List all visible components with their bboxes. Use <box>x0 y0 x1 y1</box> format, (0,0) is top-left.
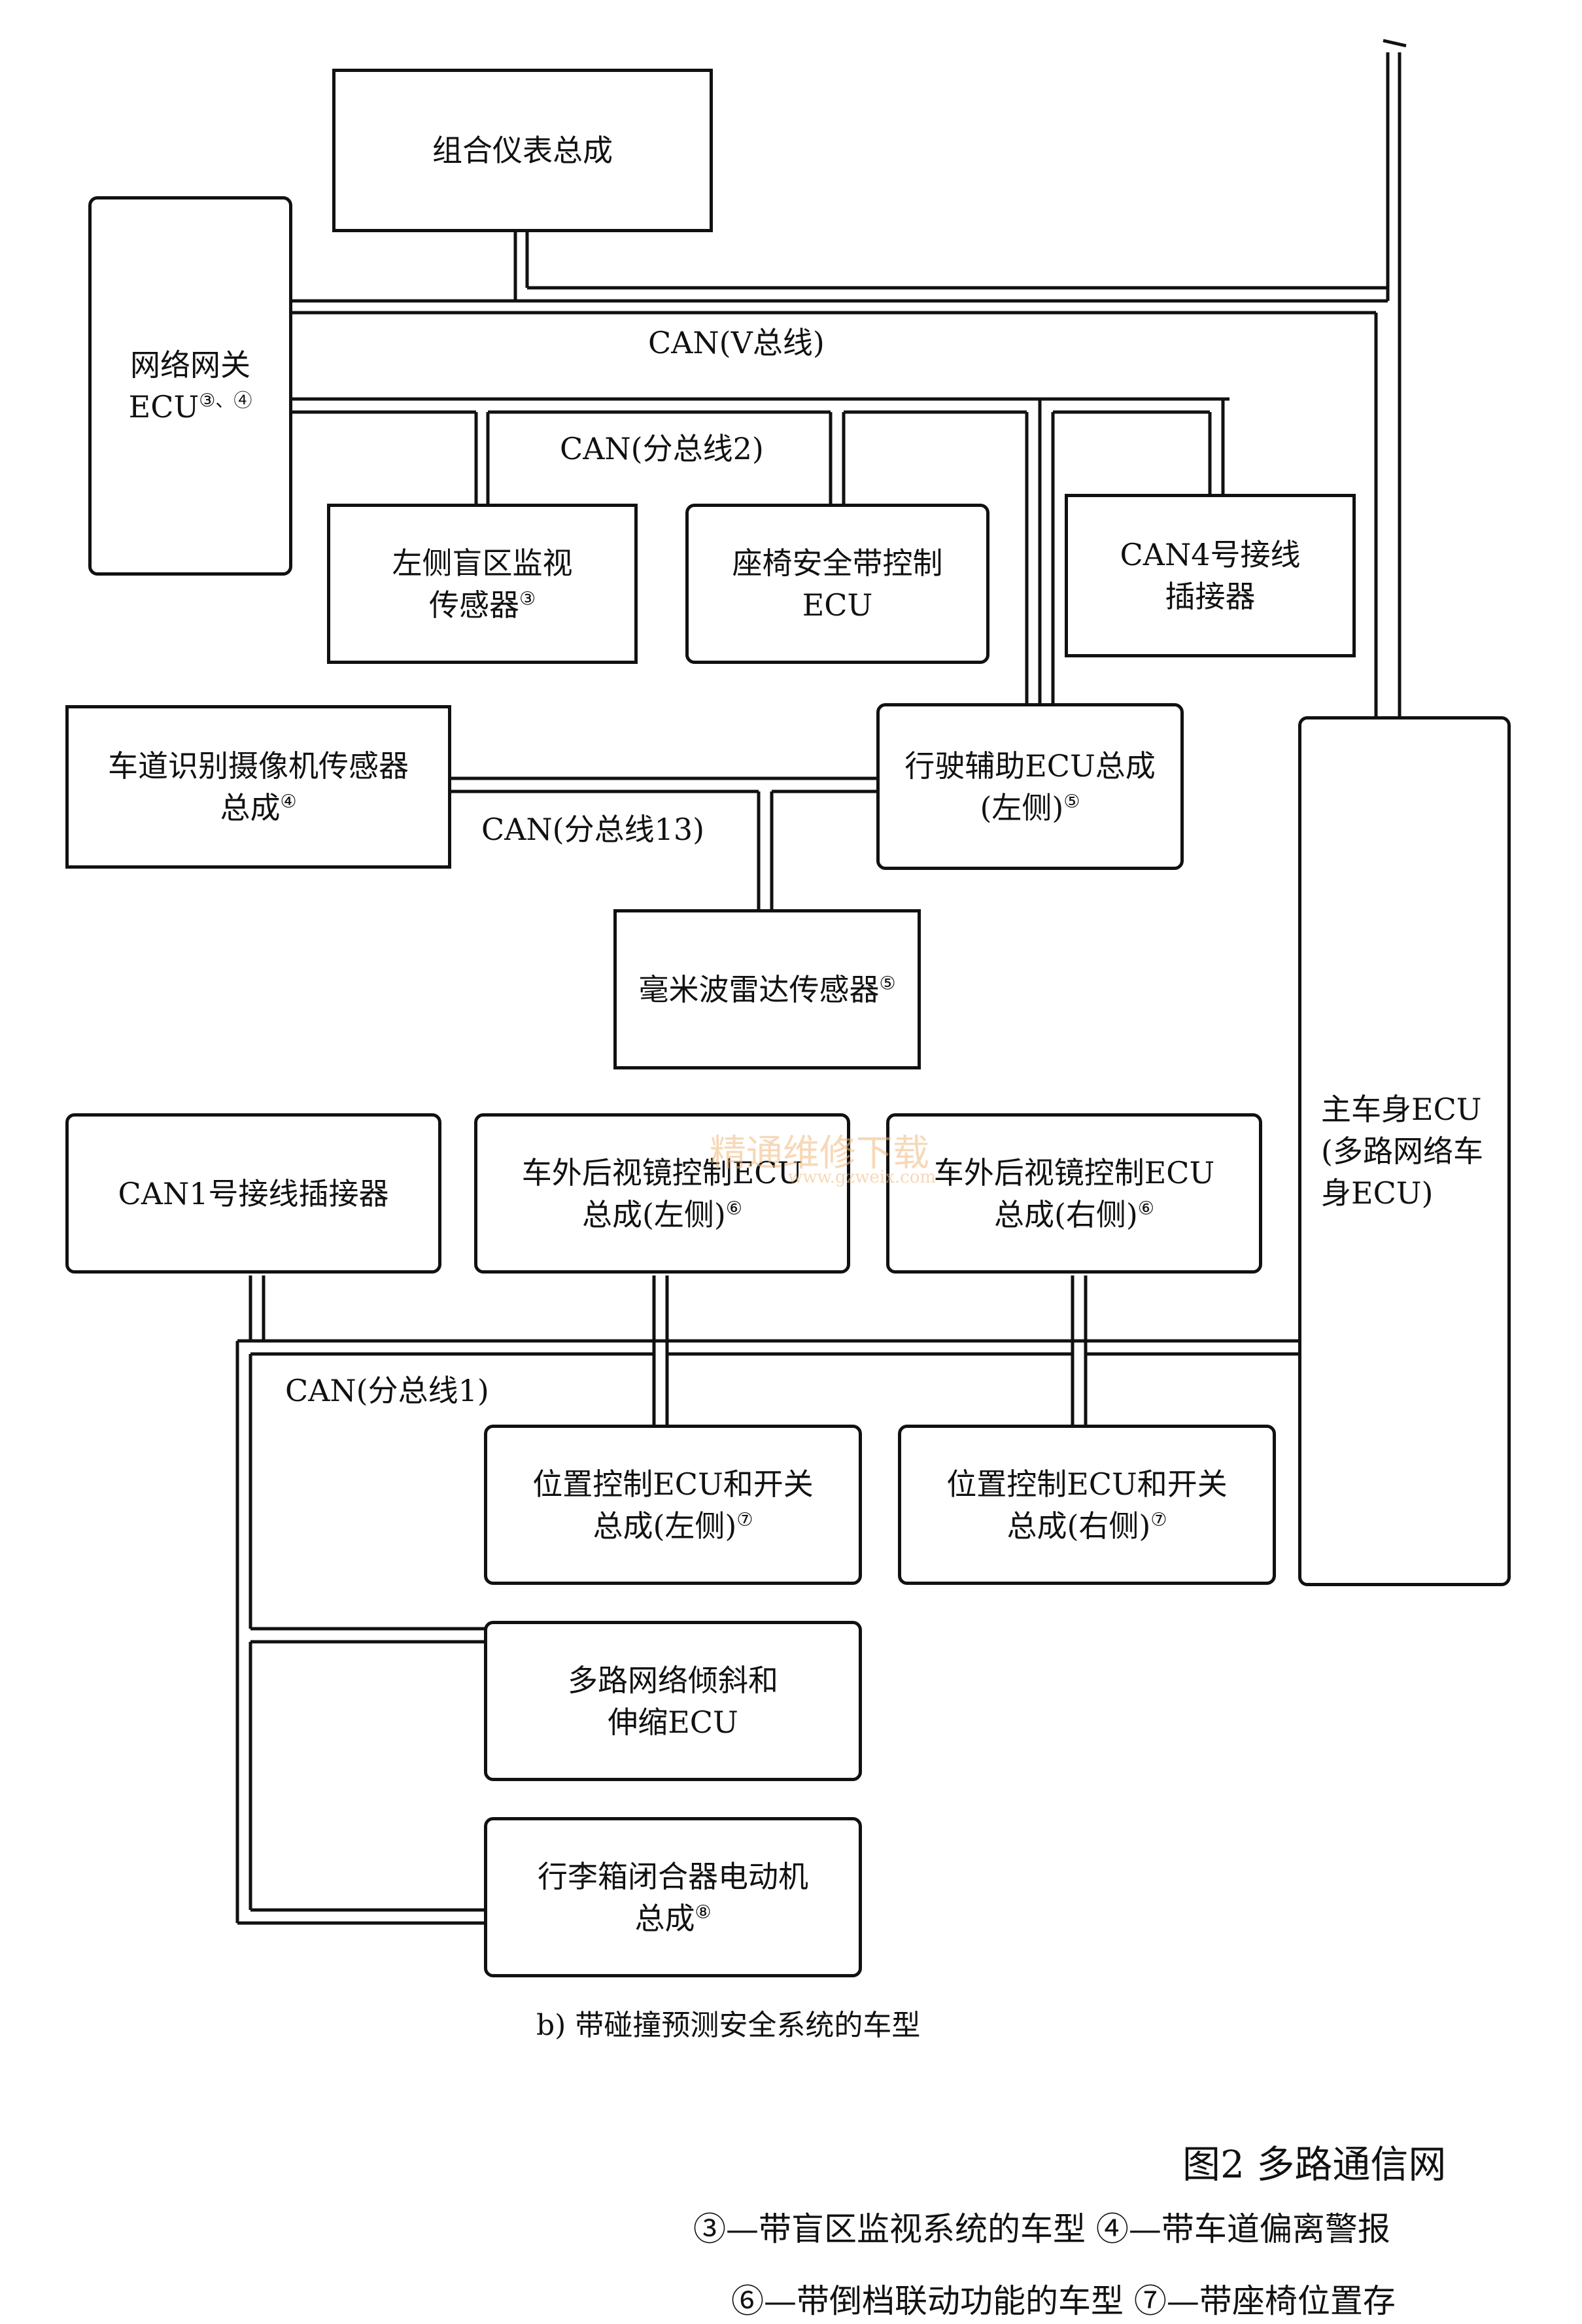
blind-spot-sensor-node: 左侧盲区监视 传感器③ <box>327 504 638 664</box>
main-body-ecu-node: 主车身ECU (多路网络车 身ECU) <box>1298 716 1511 1586</box>
sub-bus-1-wire <box>237 1339 1308 1356</box>
diagram-caption: b) 带碰撞预测安全系统的车型 <box>536 2009 921 2042</box>
instrument-cluster-node: 组合仪表总成 <box>332 69 713 232</box>
can4-connector-node: CAN4号接线 插接器 <box>1065 494 1356 657</box>
seatbelt-ecu-node: 座椅安全带控制 ECU <box>685 504 989 664</box>
trunk-closer-motor-node: 行李箱闭合器电动机 总成⑧ <box>484 1817 862 1977</box>
sub-bus-2-wire <box>291 397 1210 414</box>
legend-line-2: ⑥—带倒档联动功能的车型 ⑦—带座椅位置存 <box>731 2282 1396 2320</box>
v-bus-riser <box>1374 52 1401 720</box>
position-ecu-right-node: 位置控制ECU和开关 总成(右侧)⑦ <box>898 1425 1276 1585</box>
lane-camera-node: 车道识别摄像机传感器 总成④ <box>65 705 451 869</box>
mmwave-radar-node: 毫米波雷达传感器⑤ <box>613 909 921 1069</box>
v-bus-label: CAN(V总线) <box>644 319 829 362</box>
sub-bus-2-label: CAN(分总线2) <box>556 425 768 468</box>
figure-title: 图2 多路通信网 <box>1182 2142 1447 2187</box>
cluster-drop <box>513 232 1388 301</box>
position-ecu-left-node: 位置控制ECU和开关 总成(左侧)⑦ <box>484 1425 862 1585</box>
mirror-ecu-left-node: 车外后视镜控制ECU 总成(左侧)⑥ <box>474 1113 850 1274</box>
legend-line-1: ③—带盲区监视系统的车型 ④—带车道偏离警报 <box>693 2210 1390 2248</box>
driving-assist-ecu-node: 行驶辅助ECU总成 (左侧)⑤ <box>876 703 1184 870</box>
mirror-ecu-right-node: 车外后视镜控制ECU 总成(右侧)⑥ <box>886 1113 1262 1274</box>
can1-connector-node: CAN1号接线插接器 <box>65 1113 441 1274</box>
v-bus-wire <box>291 299 1388 315</box>
sub-bus-13-wire <box>451 776 883 793</box>
gateway-ecu-node: 网络网关 ECU③、④ <box>88 196 292 576</box>
watermark: 精通维修下载 www.gzweix.com <box>710 1132 937 1187</box>
sub-bus-13-label: CAN(分总线13) <box>477 806 709 849</box>
tilt-telescopic-ecu-node: 多路网络倾斜和 伸缩ECU <box>484 1621 862 1781</box>
sub-bus-1-label: CAN(分总线1) <box>281 1367 493 1410</box>
